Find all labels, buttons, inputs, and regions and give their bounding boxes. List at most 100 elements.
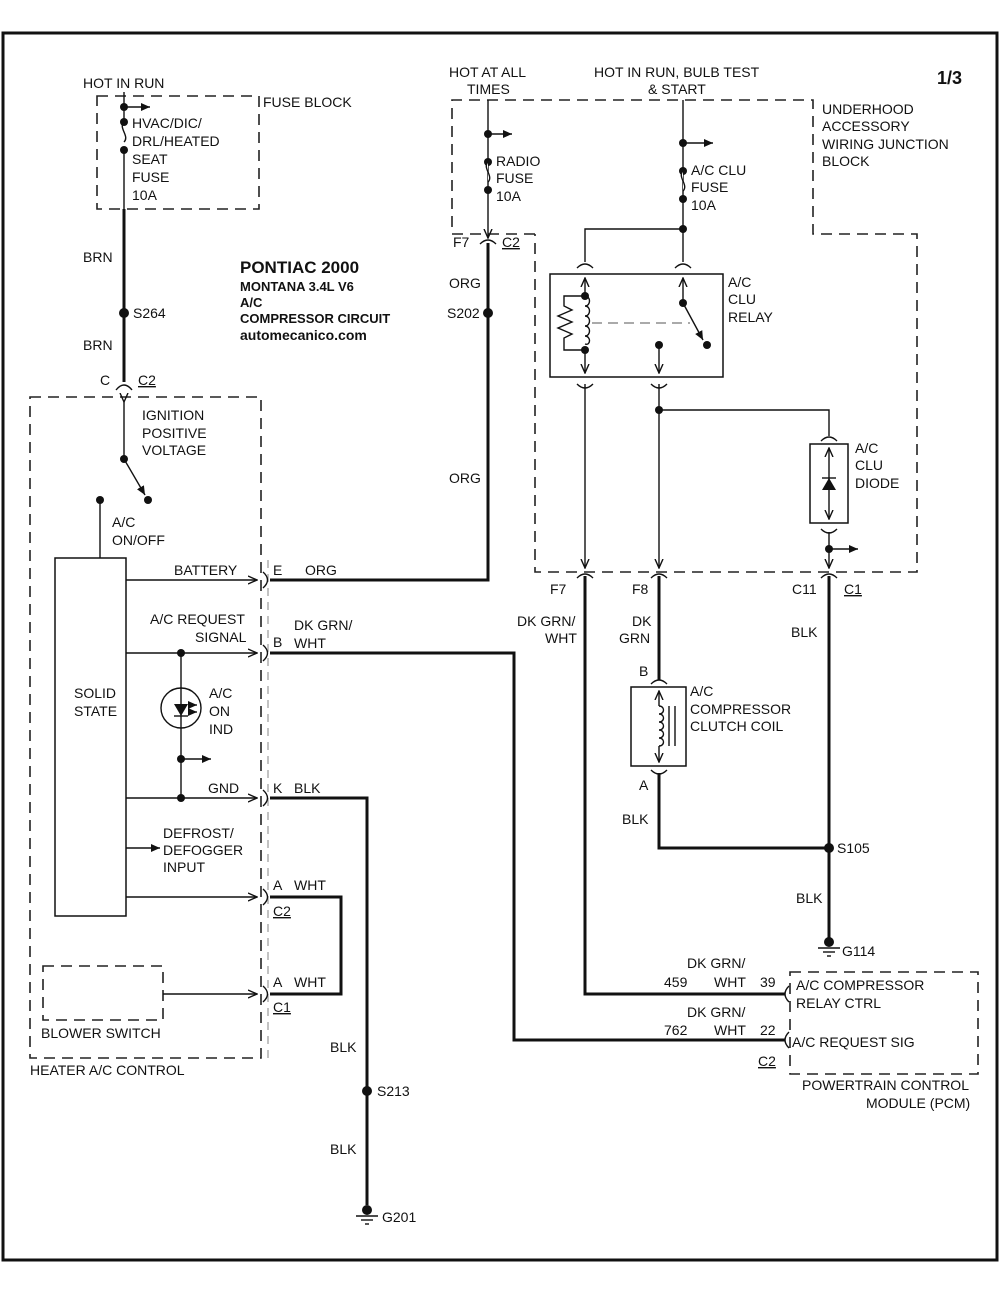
component-label: VOLTAGE: [142, 442, 206, 458]
wire-color-label: WHT: [294, 877, 326, 893]
wire-color-label: DK GRN/: [687, 1004, 745, 1020]
component-label: STATE: [74, 703, 117, 719]
fuse-label-line: SEAT: [132, 151, 168, 167]
splice-s105: [824, 843, 834, 853]
heater-ac-control-label: HEATER A/C CONTROL: [30, 1062, 185, 1078]
ground-label: G114: [842, 943, 875, 959]
wire-color-label: BLK: [796, 890, 823, 906]
connector-id: C1: [844, 581, 862, 597]
wire-color-label: WHT: [294, 635, 326, 651]
wire-color-label: DK GRN/: [687, 955, 745, 971]
pcm: DK GRN/ 459 WHT 39 DK GRN/ 762 WHT 22 C2…: [664, 955, 979, 1111]
connector-pin: A: [273, 974, 283, 990]
wire-wht-loop: [270, 895, 343, 996]
connector-pin: A: [273, 877, 283, 893]
component-label: RELAY: [728, 309, 774, 325]
component-label: CLU: [728, 291, 756, 307]
connector-pin: B: [273, 634, 282, 650]
wire-blk-ground: [270, 796, 369, 1205]
component-label: IGNITION: [142, 407, 204, 423]
fuse-rating: 10A: [691, 197, 717, 213]
component-label: A/C: [690, 683, 713, 699]
connector-icon: [115, 384, 133, 391]
wire-color-label: WHT: [545, 630, 577, 646]
component-label: ON/OFF: [112, 532, 165, 548]
relay-coil-icon: [584, 295, 591, 345]
connector-id: C1: [273, 999, 291, 1015]
connector-pin: F8: [632, 581, 649, 597]
ground-g201-icon: [356, 1205, 378, 1225]
component-label: IND: [209, 721, 233, 737]
component-label: A/C: [855, 440, 878, 456]
wire-dkgrn-wht-request: [270, 651, 785, 1042]
wire-color-label: BRN: [83, 249, 113, 265]
connector-pin: 22: [760, 1022, 776, 1038]
wire-color-label: DK: [632, 613, 652, 629]
relay-switch-icon: [682, 302, 704, 341]
component-label: A/C: [728, 274, 751, 290]
title-block: PONTIAC 2000 MONTANA 3.4L V6 A/C COMPRES…: [240, 258, 390, 343]
junction-block-label: ACCESSORY: [822, 118, 910, 134]
connector-id: C2: [502, 234, 520, 250]
wire-org: [270, 243, 490, 582]
component-label: POSITIVE: [142, 425, 207, 441]
circuit-number: 762: [664, 1022, 688, 1038]
connector-pin: A: [639, 777, 649, 793]
signal-label: DEFROST/: [163, 825, 234, 841]
clutch-coil: A/C COMPRESSOR CLUTCH COIL: [630, 683, 791, 767]
wire-color-label: BLK: [622, 811, 649, 827]
wire-color-label: BLK: [294, 780, 321, 796]
connector-pin: K: [273, 780, 283, 796]
wire-color-label: WHT: [714, 974, 746, 990]
wire-color-label: GRN: [619, 630, 650, 646]
signal-label: GND: [208, 780, 239, 796]
junction-block-label: UNDERHOOD: [822, 101, 914, 117]
signal-label: SIGNAL: [195, 629, 247, 645]
fuse-rating: 10A: [496, 188, 522, 204]
resistor-icon: [556, 295, 585, 351]
fuse-rating: 10A: [132, 187, 158, 203]
wire-color-label: BLK: [330, 1141, 357, 1157]
component-label: SOLID: [74, 685, 116, 701]
wire-color-label: DK GRN/: [294, 617, 352, 633]
title-site: automecanico.com: [240, 327, 367, 343]
connector-pin: 39: [760, 974, 776, 990]
pin-function-label: A/C COMPRESSOR: [796, 977, 924, 993]
splice-s202: [483, 308, 493, 318]
signal-label: BATTERY: [174, 562, 238, 578]
fuse-label-line: HVAC/DIC/: [132, 115, 202, 131]
connector-pin: C: [100, 372, 110, 388]
junction-block-label: WIRING JUNCTION: [822, 136, 949, 152]
pcm-label: POWERTRAIN CONTROL: [802, 1077, 969, 1093]
wire-color-label: DK GRN/: [517, 613, 575, 629]
wire-color-label: WHT: [714, 1022, 746, 1038]
wire-blk-coil: [657, 773, 829, 850]
connector-pin: F7: [453, 234, 470, 250]
component-label: BLOWER SWITCH: [41, 1025, 161, 1041]
component-label: DIODE: [855, 475, 899, 491]
ground-g114-icon: [818, 937, 840, 957]
fuse-label-line: FUSE: [132, 169, 169, 185]
wire-color-label: BRN: [83, 337, 113, 353]
power-source-label: HOT IN RUN, BULB TEST: [594, 64, 760, 80]
underhood-junction-block: HOT AT ALL TIMES HOT IN RUN, BULB TEST &…: [447, 64, 949, 573]
circuit-number: 459: [664, 974, 688, 990]
fuse-icon: [680, 170, 686, 192]
ground-label: G201: [382, 1209, 416, 1225]
hvac-connectors: E B K A C2 A C1: [262, 562, 291, 1015]
wire-color-label: BLK: [791, 624, 818, 640]
title-system: A/C: [240, 295, 263, 310]
ujb-bottom-connectors: F7 F8 C11 C1: [550, 573, 862, 597]
wire-color-label: ORG: [449, 275, 481, 291]
power-source-label: TIMES: [467, 81, 510, 97]
fuse-icon: [121, 121, 127, 143]
fuse-icon: [485, 161, 491, 183]
power-source-label: & START: [648, 81, 706, 97]
title-model: MONTANA 3.4L V6: [240, 279, 354, 294]
signal-label: DEFOGGER: [163, 842, 243, 858]
ac-switch-icon: [123, 458, 146, 496]
pcm-label: MODULE (PCM): [866, 1095, 970, 1111]
heater-ac-control: HEATER A/C CONTROL IGNITION POSITIVE VOL…: [29, 397, 262, 1078]
component-label: A/C: [112, 514, 135, 530]
